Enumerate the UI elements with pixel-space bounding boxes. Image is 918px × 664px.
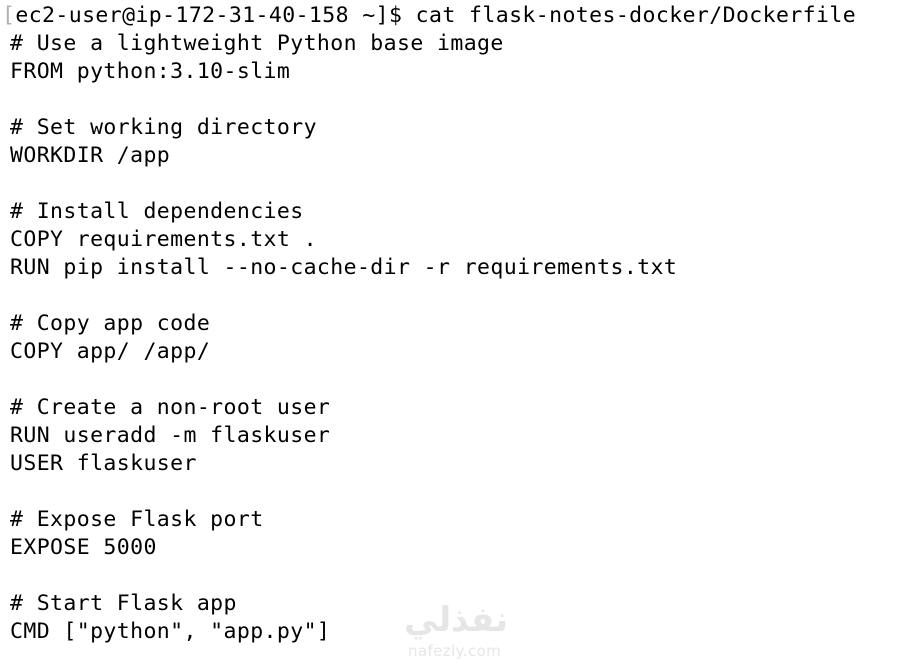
prompt-mark: [ <box>2 3 16 28</box>
output-line: USER flaskuser <box>10 451 197 476</box>
output-line: COPY requirements.txt . <box>10 227 317 252</box>
output-line: COPY app/ /app/ <box>10 339 211 364</box>
watermark-text: nafezly.com <box>408 642 502 660</box>
watermark: نفذلي nafezly.com <box>404 600 514 660</box>
output-line: # Copy app code <box>10 311 211 336</box>
command-prompt-line: [ec2-user@ip-172-31-40-158 ~]$ cat flask… <box>2 2 856 30</box>
output-line: # Create a non-root user <box>10 395 331 420</box>
output-line: RUN pip install --no-cache-dir -r requir… <box>10 255 678 280</box>
output-line: # Use a lightweight Python base image <box>10 31 504 56</box>
output-line: CMD ["python", "app.py"] <box>10 619 331 644</box>
watermark-logo: نفذلي <box>404 600 509 640</box>
output-line: # Install dependencies <box>10 199 304 224</box>
output-line: # Set working directory <box>10 115 317 140</box>
output-line: WORKDIR /app <box>10 143 171 168</box>
output-line: EXPOSE 5000 <box>10 535 157 560</box>
output-line: RUN useradd -m flaskuser <box>10 423 331 448</box>
command-text: ec2-user@ip-172-31-40-158 ~]$ cat flask-… <box>15 3 857 28</box>
output-line: FROM python:3.10-slim <box>10 59 291 84</box>
output-line: # Start Flask app <box>10 591 237 616</box>
output-line: # Expose Flask port <box>10 507 264 532</box>
